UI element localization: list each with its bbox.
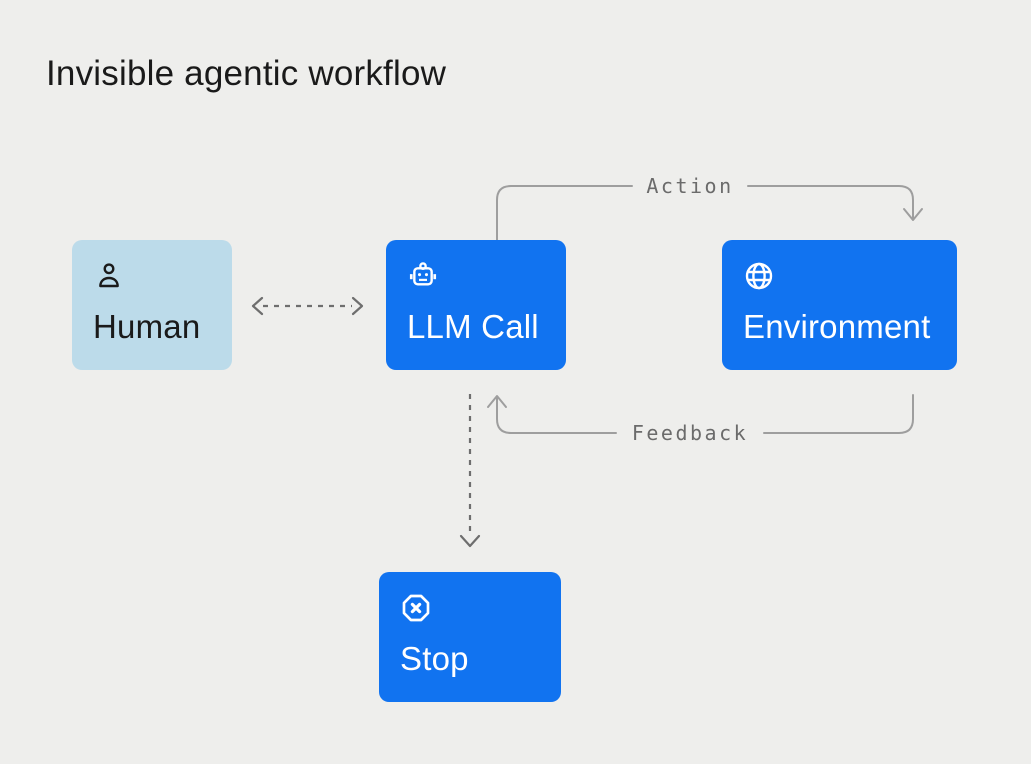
node-label: Stop bbox=[400, 640, 469, 677]
node-stop: Stop bbox=[379, 572, 561, 702]
node-llm-call: LLM Call bbox=[386, 240, 566, 370]
edge-label-action: Action bbox=[646, 174, 734, 198]
node-human: Human bbox=[72, 240, 232, 370]
edge-label-feedback: Feedback bbox=[631, 421, 749, 445]
globe-icon bbox=[743, 260, 775, 292]
edge-human-llm bbox=[251, 296, 364, 316]
edge-llm-stop bbox=[459, 394, 481, 548]
node-label: LLM Call bbox=[407, 308, 539, 345]
node-label: Environment bbox=[743, 308, 931, 345]
node-label: Human bbox=[93, 308, 201, 345]
node-environment: Environment bbox=[722, 240, 957, 370]
stop-icon bbox=[400, 592, 432, 624]
person-icon bbox=[93, 260, 125, 292]
page-title: Invisible agentic workflow bbox=[46, 54, 447, 93]
robot-icon bbox=[407, 260, 439, 292]
